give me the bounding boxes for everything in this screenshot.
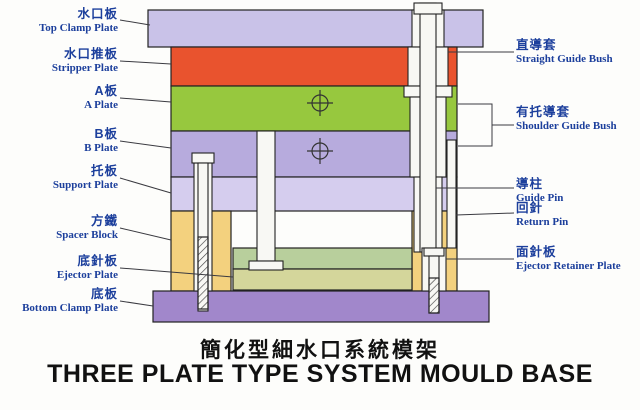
label-support-plate: 托板 Support Plate [2, 164, 118, 191]
support-pillar [248, 130, 284, 271]
leader-lines-right [436, 51, 515, 260]
label-en: Support Plate [52, 178, 118, 191]
label-zh: 底針板 [77, 254, 118, 268]
label-en: Ejector Retainer Plate [516, 259, 621, 272]
label-straight-guide-bush: 直導套 Straight Guide Bush [516, 38, 638, 65]
left-screw [191, 152, 215, 312]
label-shoulder-guide-bush: 有托導套 Shoulder Guide Bush [516, 105, 638, 132]
label-en: A Plate [84, 98, 118, 111]
label-ejector-plate: 底針板 Ejector Plate [2, 254, 118, 281]
label-en: Bottom Clamp Plate [22, 301, 118, 314]
title-chinese: 簡化型細水口系統模架 [200, 339, 440, 362]
label-zh: 有托導套 [516, 105, 571, 119]
label-en: Top Clamp Plate [38, 21, 118, 34]
center-mark-a-plate [307, 90, 333, 116]
label-zh: 托板 [90, 164, 118, 178]
plate-support [170, 176, 458, 212]
label-zh: 水口板 [77, 7, 118, 21]
return-pin [446, 139, 457, 249]
guide-pin [413, 2, 443, 253]
label-zh: 導柱 [516, 177, 544, 191]
center-mark-b-plate [307, 138, 333, 164]
label-zh: 水口推板 [63, 47, 118, 61]
plate-ejector [232, 268, 413, 291]
label-en: Shoulder Guide Bush [516, 119, 617, 132]
label-b-plate: B板 B Plate [2, 127, 118, 154]
label-guide-pin: 導柱 Guide Pin [516, 177, 638, 204]
label-a-plate: A板 A Plate [2, 84, 118, 111]
label-en: Ejector Plate [56, 268, 118, 281]
label-stripper-plate: 水口推板 Stripper Plate [2, 47, 118, 74]
label-zh: 面針板 [516, 245, 557, 259]
label-ejector-retainer-plate: 面針板 Ejector Retainer Plate [516, 245, 638, 272]
label-en: Straight Guide Bush [516, 52, 613, 65]
leader-lines-left [119, 19, 234, 307]
label-zh: 回針 [516, 201, 544, 215]
label-en: Guide Pin [516, 191, 564, 204]
label-top-clamp-plate: 水口板 Top Clamp Plate [2, 7, 118, 34]
label-zh: 直導套 [516, 38, 557, 52]
label-en: B Plate [84, 141, 118, 154]
label-en: Stripper Plate [51, 61, 118, 74]
label-bottom-clamp-plate: 底板 Bottom Clamp Plate [2, 287, 118, 314]
label-return-pin: 回針 Return Pin [516, 201, 638, 228]
title-english: THREE PLATE TYPE SYSTEM MOULD BASE [47, 360, 593, 388]
label-zh: A板 [94, 84, 118, 98]
label-zh: 底板 [90, 287, 118, 301]
plate-b [170, 130, 458, 178]
label-en: Spacer Block [56, 228, 118, 241]
right-screw [421, 247, 447, 314]
label-zh: 方鐵 [90, 214, 118, 228]
label-zh: B板 [94, 127, 118, 141]
label-spacer-block: 方鐵 Spacer Block [2, 214, 118, 241]
label-en: Return Pin [516, 215, 569, 228]
